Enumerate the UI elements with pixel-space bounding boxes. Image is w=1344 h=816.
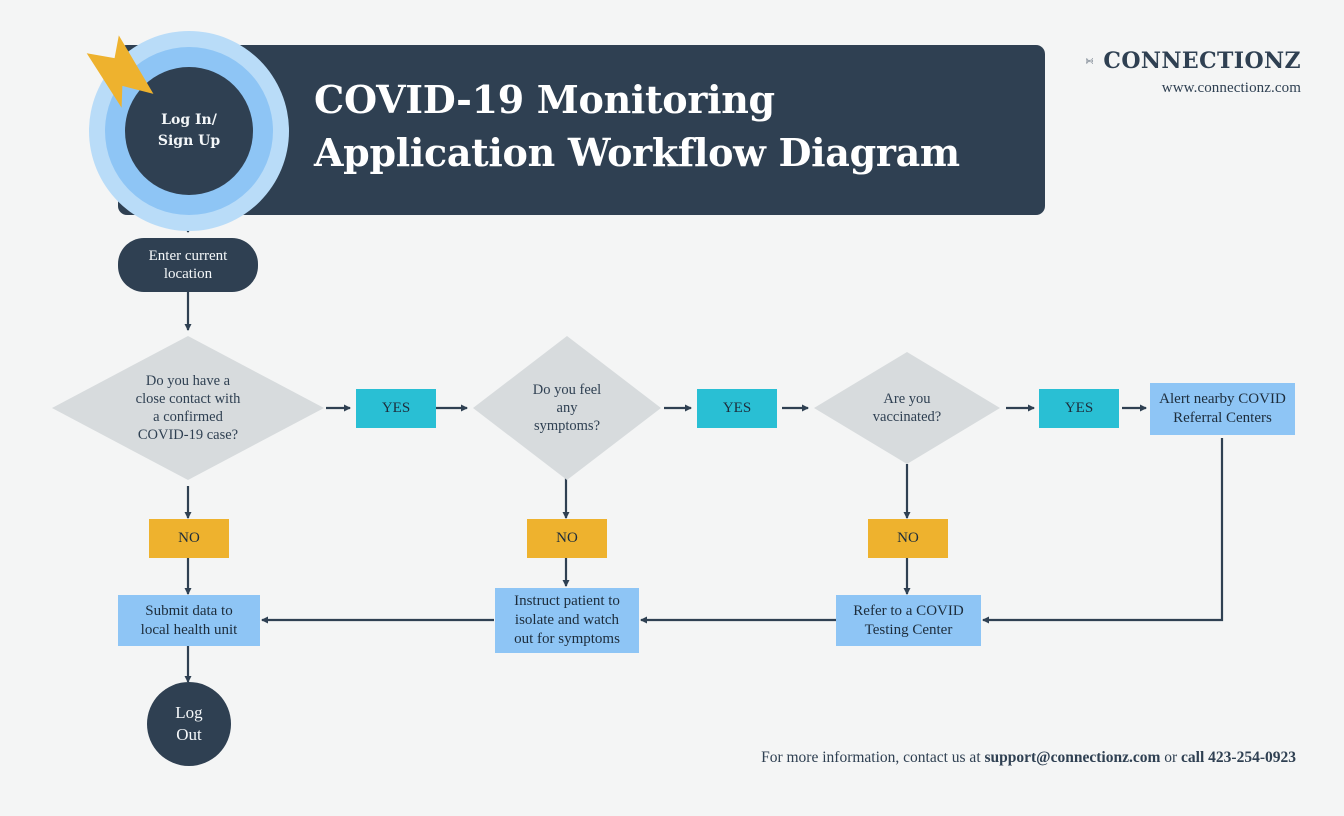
label-no-close-contact-text: NO (178, 530, 200, 546)
logo-wordmark: CONNECTIONZ (1103, 48, 1301, 74)
label-no-vaccinated-text: NO (897, 530, 919, 546)
label-yes-close-contact-text: YES (381, 400, 411, 416)
label-no-symptoms[interactable]: NO (527, 519, 607, 558)
footer-contact: For more information, contact us at supp… (742, 749, 1296, 767)
label-yes-symptoms-text: YES (722, 400, 752, 416)
page-title-line-2: Application Workflow Diagram (314, 130, 960, 175)
label-no-vaccinated[interactable]: NO (868, 519, 948, 558)
node-refer-testing-center-label: Refer to a COVID Testing Center (853, 602, 964, 638)
footer-email[interactable]: support@connectionz.com (984, 749, 1161, 766)
footer-phone[interactable]: call 423-254-0923 (1181, 749, 1296, 766)
node-refer-testing-center[interactable]: Refer to a COVID Testing Center (836, 595, 981, 646)
node-instruct-isolate[interactable]: Instruct patient to isolate and watch ou… (495, 588, 639, 653)
decision-any-symptoms-label: Do you feel any symptoms? (532, 382, 602, 434)
page-title: COVID-19 Monitoring Application Workflow… (314, 73, 1014, 179)
start-node-label: Log In/ Sign Up (157, 112, 221, 149)
signal-broadcast-icon (1086, 58, 1094, 64)
label-yes-close-contact[interactable]: YES (356, 389, 436, 428)
end-node-log-out-label: Log Out (175, 703, 203, 744)
label-no-close-contact[interactable]: NO (149, 519, 229, 558)
brand-logo: CONNECTIONZ www.connectionz.com (1086, 46, 1301, 104)
label-no-symptoms-text: NO (556, 530, 578, 546)
node-alert-referral-centers[interactable]: Alert nearby COVID Referral Centers (1150, 383, 1295, 435)
page-title-line-1: COVID-19 Monitoring (314, 77, 775, 122)
node-submit-data[interactable]: Submit data to local health unit (118, 595, 260, 646)
logo-website-url: www.connectionz.com (1161, 80, 1301, 96)
label-yes-vaccinated-text: YES (1064, 400, 1094, 416)
node-enter-current-location[interactable]: Enter current location (118, 238, 258, 292)
node-submit-data-label: Submit data to local health unit (140, 602, 238, 638)
decision-any-symptoms[interactable]: Do you feel any symptoms? (473, 336, 661, 480)
decision-close-contact[interactable]: Do you have a close contact with a confi… (52, 336, 324, 480)
footer-conjunction: or (1160, 749, 1182, 766)
header-banner: COVID-19 Monitoring Application Workflow… (118, 45, 1045, 215)
decision-vaccinated-label: Are you vaccinated? (872, 391, 942, 425)
label-yes-vaccinated[interactable]: YES (1039, 389, 1119, 428)
decision-close-contact-label: Do you have a close contact with a confi… (135, 373, 241, 443)
node-enter-current-location-label: Enter current location (148, 248, 228, 282)
node-instruct-isolate-label: Instruct patient to isolate and watch ou… (514, 593, 620, 647)
decision-vaccinated[interactable]: Are you vaccinated? (814, 352, 1000, 464)
node-alert-referral-centers-label: Alert nearby COVID Referral Centers (1159, 391, 1286, 426)
footer-lead-text: For more information, contact us at (761, 749, 985, 766)
arrow-cursor-icon (86, 35, 154, 108)
label-yes-symptoms[interactable]: YES (697, 389, 777, 428)
end-node-log-out[interactable]: Log Out (147, 682, 231, 766)
